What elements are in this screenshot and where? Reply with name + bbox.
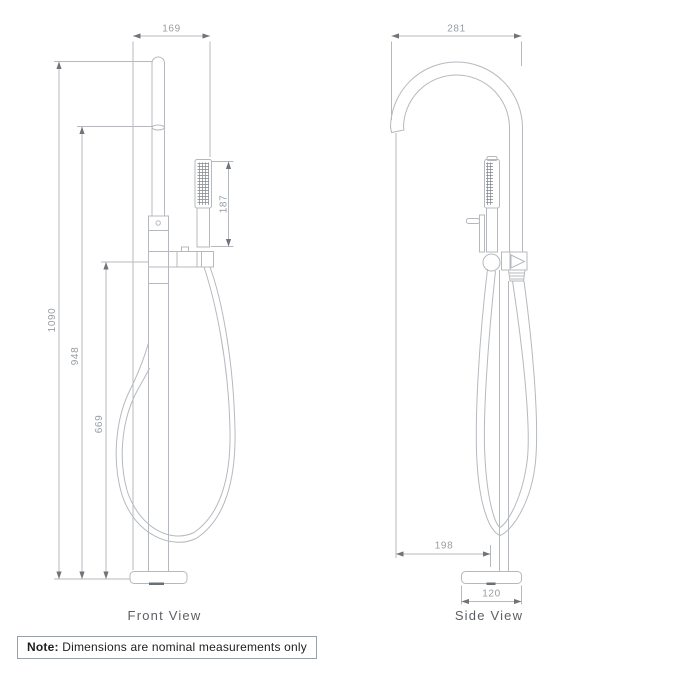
front-spout-joint	[151, 124, 165, 131]
front-diverter-block	[168, 251, 214, 268]
front-spout-outline	[151, 56, 165, 216]
front-dim-187-label: 187	[219, 195, 230, 214]
side-fixture-outline	[390, 61, 538, 585]
front-riser-column	[148, 230, 169, 572]
front-hose-inner	[121, 266, 231, 537]
front-fixture-outline	[115, 56, 236, 585]
side-view-caption: Side View	[455, 608, 523, 623]
side-dim-120-label: 120	[482, 589, 501, 600]
side-bracket-knob	[482, 253, 501, 272]
side-handle-lever	[466, 218, 480, 224]
side-hose-fitting-ridges	[509, 272, 525, 280]
front-handset-handle	[196, 207, 210, 248]
front-view: 169 187 1090 948 669 Front View	[47, 24, 236, 624]
front-column-joints	[148, 251, 169, 284]
side-handset-cap	[486, 156, 498, 161]
side-base-tick	[486, 582, 496, 585]
front-diverter-details	[176, 251, 202, 267]
front-dim-169-label: 169	[162, 24, 181, 35]
side-spout-tip	[390, 126, 405, 134]
front-dim-1090-label: 1090	[47, 308, 58, 333]
front-diverter-nub	[181, 246, 189, 252]
front-dim-669-label: 669	[94, 415, 105, 434]
side-handle-plate	[479, 214, 485, 253]
side-hose-fitting	[507, 269, 526, 282]
front-view-caption: Front View	[128, 608, 202, 623]
front-base-plate	[129, 571, 188, 584]
side-dim-198-label: 198	[435, 541, 454, 552]
note-text: Dimensions are nominal measurements only	[62, 640, 307, 654]
note-box: Note: Dimensions are nominal measurement…	[17, 636, 317, 659]
side-dimension-labels: 281 198 120 Side View	[435, 24, 523, 624]
side-handset-spray-face	[486, 162, 493, 205]
front-hose-outer	[115, 266, 236, 543]
side-hose-inner	[483, 270, 529, 529]
side-view: 281 198 120 Side View	[390, 24, 538, 624]
note-label: Note:	[27, 640, 59, 654]
side-column-upper	[509, 128, 523, 252]
side-hose-outer	[475, 268, 538, 537]
front-handset-spray-face	[197, 162, 209, 205]
side-base-plate	[461, 571, 522, 584]
side-gooseneck-outer	[390, 61, 523, 129]
side-dimension-lines	[391, 33, 522, 605]
front-dimension-labels: 169 187 1090 948 669 Front View	[47, 24, 230, 624]
side-valve-cone	[510, 254, 526, 269]
front-dimension-arrows	[56, 33, 232, 579]
front-base-tick	[149, 582, 164, 585]
front-dimension-lines	[54, 33, 234, 580]
front-body-block	[148, 215, 169, 231]
side-handset-handle	[486, 207, 498, 253]
front-dim-948-label: 948	[70, 347, 81, 366]
side-dimension-arrows	[391, 33, 522, 605]
front-set-screw	[155, 220, 161, 226]
side-gooseneck-inner	[403, 74, 510, 129]
side-dim-281-label: 281	[447, 24, 466, 35]
side-column-lower	[499, 270, 509, 572]
